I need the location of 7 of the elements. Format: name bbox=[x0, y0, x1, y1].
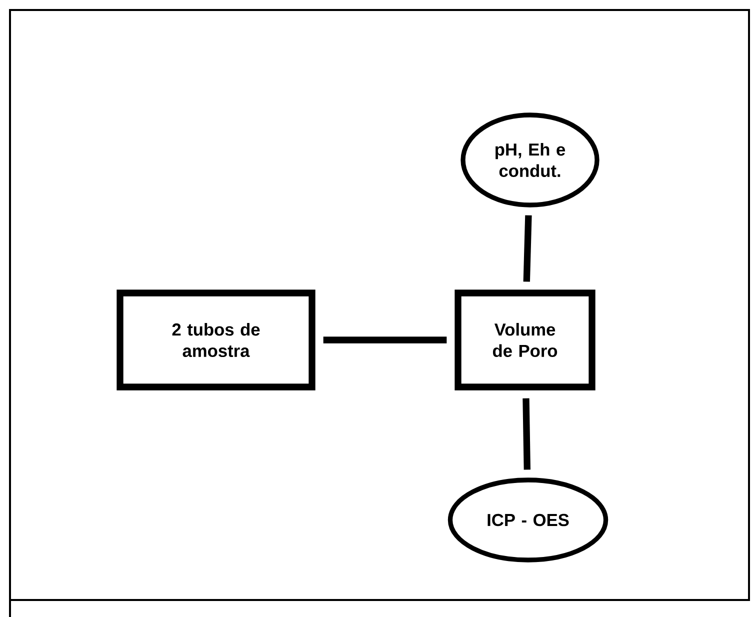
ellipse-node: pH, Eh e condut. bbox=[460, 112, 600, 208]
process-box: Volume de Poro bbox=[454, 290, 596, 390]
process-box: 2 tubos de amostra bbox=[116, 290, 316, 390]
ellipse-node: ICP - OES bbox=[448, 478, 608, 562]
connector-line bbox=[522, 398, 530, 470]
connector-line bbox=[523, 215, 532, 282]
connector-line bbox=[323, 336, 447, 344]
